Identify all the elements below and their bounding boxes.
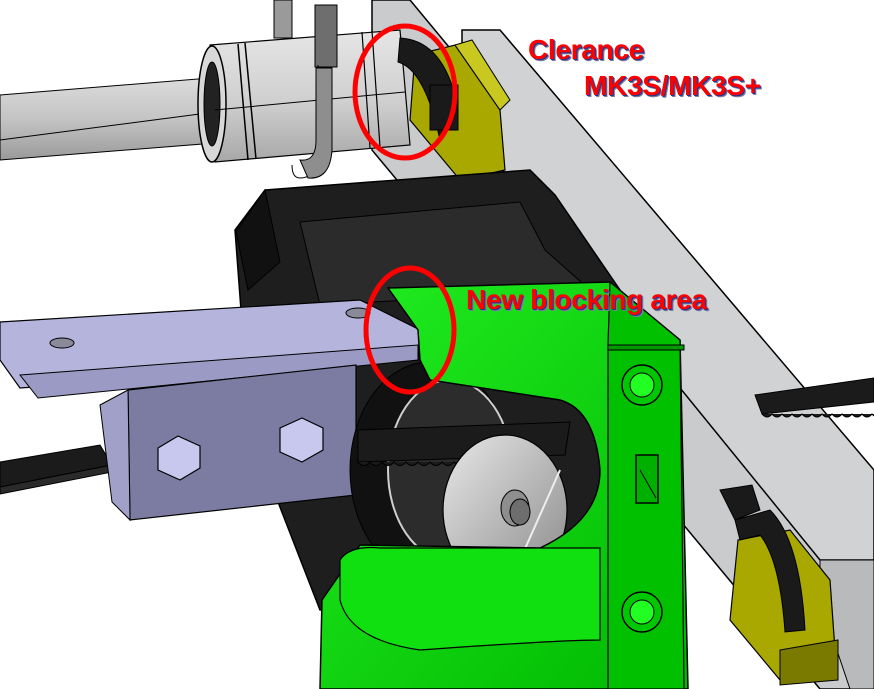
clearance-label-line2: MK3S/MK3S+ [584, 70, 761, 101]
pulley-assembly [349, 361, 571, 586]
linear-bearing [197, 29, 411, 163]
hex-nut-left [157, 435, 201, 481]
blocking-area-label: New blocking area [466, 284, 707, 315]
gt2-belt-right [754, 377, 874, 418]
clearance-highlight-circle [352, 23, 458, 161]
x-carriage-block [0, 299, 421, 522]
rod-stub [273, 0, 293, 39]
clearance-label-line1: Clerance [528, 34, 644, 65]
cable-clip-top [397, 37, 511, 181]
hex-nut-right [279, 417, 324, 463]
cable-clip-bottom [719, 484, 839, 686]
threaded-pin [291, 4, 338, 179]
smooth-rod [0, 77, 216, 161]
gt2-belt-left [0, 444, 113, 495]
idler-tensioner [319, 280, 689, 689]
blocking-area-highlight-circle [363, 265, 457, 395]
